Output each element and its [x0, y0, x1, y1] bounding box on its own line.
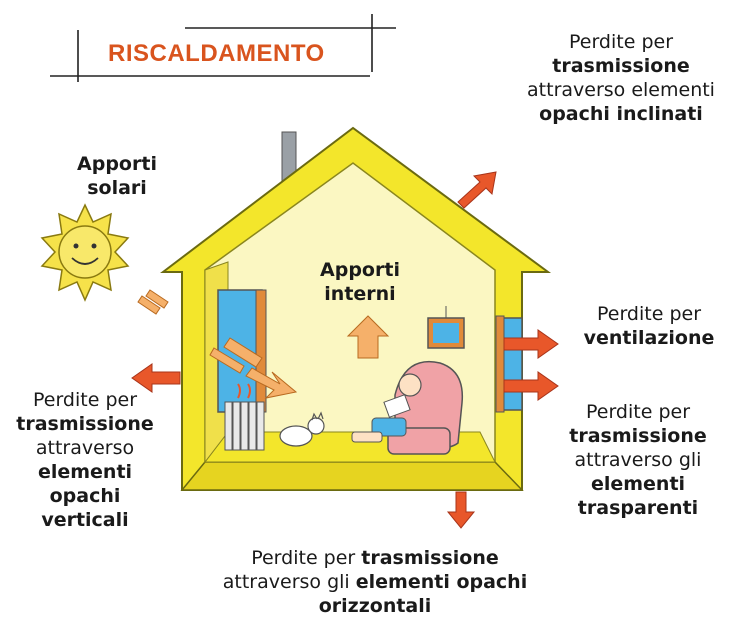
label-ventilation: Perdite per ventilazione — [583, 303, 715, 349]
label-top-right: Perdite per trasmissione attraverso elem… — [527, 31, 715, 125]
solar-arrows — [137, 289, 298, 399]
internal-gain-arrow — [346, 315, 390, 359]
title-frame — [50, 14, 396, 82]
radiator-icon — [224, 383, 265, 451]
picture-frame-icon — [427, 306, 465, 349]
sun-icon — [40, 203, 130, 302]
cat-icon — [279, 411, 325, 447]
label-left: Perdite per trasmissione attraverso elem… — [16, 389, 154, 531]
loss-arrows — [131, 171, 559, 529]
label-bottom: Perdite per trasmissione attraverso gli … — [222, 547, 528, 617]
title: RISCALDAMENTO — [108, 40, 325, 67]
armchair-person-icon — [351, 361, 464, 455]
label-solar: Apporti solari — [77, 153, 157, 199]
label-internal: Apporti interni — [320, 259, 400, 305]
label-right: Perdite per trasmissione attraverso gli … — [569, 401, 707, 519]
right-window — [495, 315, 523, 413]
